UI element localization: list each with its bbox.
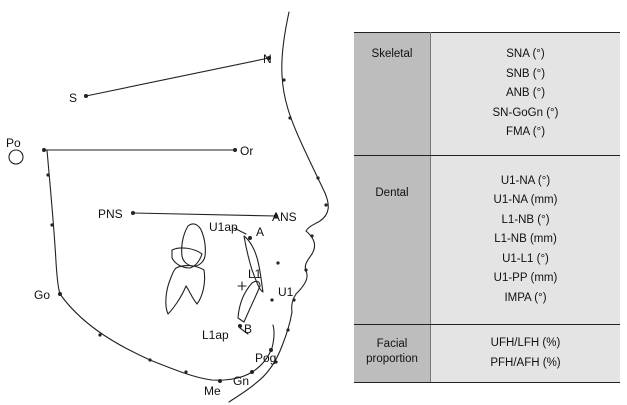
label-pog: Pog	[255, 351, 276, 365]
point-pns	[131, 211, 135, 215]
lower-incisor	[237, 280, 261, 323]
label-gn: Gn	[233, 374, 249, 388]
contour-dot	[46, 173, 50, 177]
label-leader	[239, 327, 249, 335]
contour-dot	[50, 223, 54, 227]
contour-dot	[324, 203, 328, 207]
label-a: A	[256, 225, 264, 239]
measures-cell: U1-NA (°) U1-NA (mm) L1-NB (°) L1-NB (mm…	[430, 155, 620, 325]
measures-cell: UFH/LFH (%) PFH/AFH (%)	[430, 324, 620, 383]
lower-molar	[165, 265, 206, 315]
measure-item: UFH/LFH (%)	[490, 337, 561, 349]
upper-molar	[181, 223, 206, 267]
label-l1: L1	[248, 267, 262, 281]
measures-cell: SNA (°) SNB (°) ANB (°) SN-GoGn (°) FMA …	[430, 32, 620, 156]
measure-item: U1-L1 (°)	[502, 252, 549, 265]
contour-dot	[310, 234, 314, 238]
label-go: Go	[34, 288, 50, 302]
mandible-contour	[46, 149, 275, 381]
contour-dot	[286, 328, 290, 332]
label-u1ap: U1ap	[209, 220, 238, 234]
contour-dot	[276, 261, 280, 265]
point-me	[218, 379, 222, 383]
point-n	[267, 56, 271, 60]
category-label: Skeletal	[371, 48, 413, 60]
measure-item: L1-NB (°)	[501, 213, 550, 226]
contour-dot	[184, 370, 188, 374]
point-a	[248, 236, 252, 240]
category-label-line: proportion	[366, 353, 418, 365]
category-label: Facial proportion	[354, 325, 430, 367]
measure-item: PFH/AFH (%)	[490, 356, 561, 369]
point-po	[42, 148, 46, 152]
table-row: Skeletal SNA (°) SNB (°) ANB (°) SN-GoGn…	[354, 32, 620, 156]
point-go	[58, 292, 62, 296]
measure-item: L1-NB (mm)	[494, 233, 557, 246]
measure-item: SNA (°)	[506, 48, 545, 61]
point-b	[238, 324, 242, 328]
label-po: Po	[6, 136, 21, 150]
contact-mark	[237, 281, 247, 291]
point-or	[233, 148, 237, 152]
contour-dot	[304, 268, 308, 272]
contour-dot	[270, 298, 274, 302]
cephalometric-tracing: N S Po Or PNS ANS U1ap A L1 U1 Go L1ap B…	[6, 11, 329, 403]
measurement-table: Skeletal SNA (°) SNB (°) ANB (°) SN-GoGn…	[354, 32, 620, 383]
label-u1: U1	[278, 285, 294, 299]
category-label: Dental	[375, 187, 409, 199]
point-s	[84, 94, 88, 98]
molar-crown	[171, 247, 203, 269]
category-label-line: Facial	[376, 338, 408, 350]
contour-dot	[288, 116, 292, 120]
label-b: B	[244, 322, 252, 336]
label-ans: ANS	[272, 210, 297, 224]
label-pns: PNS	[98, 207, 123, 221]
facial-profile-contour	[228, 11, 329, 403]
measure-item: SNB (°)	[505, 67, 546, 80]
palatal-plane	[132, 212, 277, 217]
upper-incisor	[243, 235, 264, 293]
label-s: S	[69, 91, 77, 105]
measure-item: U1-NA (°)	[500, 174, 551, 187]
measure-item: FMA (°)	[505, 126, 546, 139]
point-pog	[269, 348, 273, 352]
label-or: Or	[240, 144, 253, 158]
category-cell: Facial proportion	[354, 324, 431, 383]
contour-dot	[316, 176, 320, 180]
contour-dot	[148, 358, 152, 362]
label-me: Me	[204, 384, 221, 398]
measure-item: IMPA (°)	[504, 291, 547, 304]
table-row: Facial proportion UFH/LFH (%) PFH/AFH (%…	[354, 324, 620, 383]
measure-item: SN-GoGn (°)	[492, 106, 559, 119]
contour-dot	[98, 333, 102, 337]
label-leader	[233, 227, 247, 235]
measure-item: U1-PP (mm)	[493, 272, 558, 285]
measure-item: ANB (°)	[505, 87, 546, 100]
point-ans	[274, 214, 278, 218]
point-gn	[250, 370, 254, 374]
contour-dot	[274, 360, 278, 364]
table-row: Dental U1-NA (°) U1-NA (mm) L1-NB (°) L1…	[354, 155, 620, 325]
contour-dot	[282, 78, 286, 82]
measure-item: U1-NA (mm)	[493, 194, 558, 207]
porion-circle	[8, 149, 24, 165]
sn-line	[85, 57, 270, 97]
contour-dot	[292, 298, 296, 302]
label-l1ap: L1ap	[202, 328, 229, 342]
category-cell: Skeletal	[354, 32, 431, 156]
label-n: N	[263, 52, 272, 66]
category-cell: Dental	[354, 155, 431, 325]
